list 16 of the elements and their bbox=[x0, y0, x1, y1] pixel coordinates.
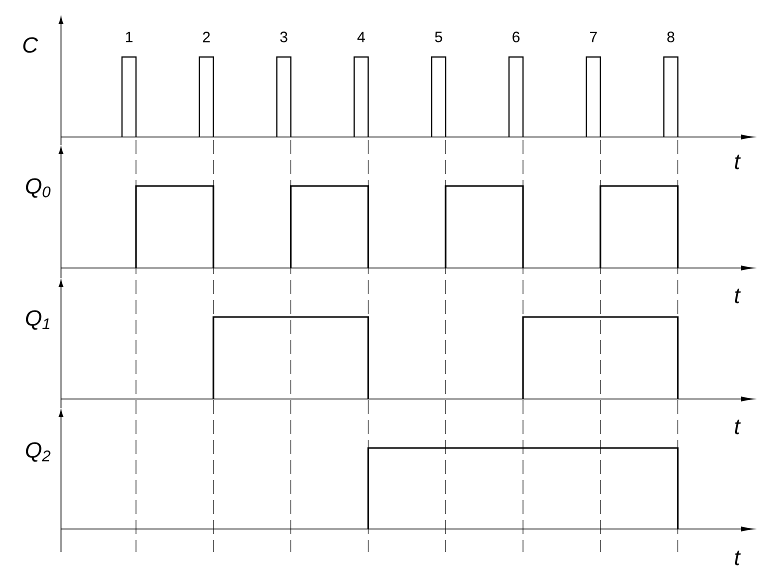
time-label: t bbox=[734, 420, 741, 434]
signal-name: Q$_{1}$ bbox=[26, 310, 50, 330]
clock-number: 5 bbox=[435, 32, 442, 42]
time-label: t bbox=[734, 154, 741, 170]
time-label: t bbox=[734, 550, 741, 566]
clock-number: 7 bbox=[590, 32, 597, 42]
clock-number: 2 bbox=[202, 32, 210, 42]
signal-name: Q$_{0}$ bbox=[26, 178, 50, 198]
signal-name: C bbox=[23, 37, 38, 53]
clock-number: 6 bbox=[512, 32, 520, 42]
clock-number: 1 bbox=[126, 32, 132, 42]
clock-number: 4 bbox=[357, 32, 365, 42]
clock-number: 3 bbox=[280, 32, 288, 42]
signal-name: Q$_{2}$ bbox=[26, 442, 50, 462]
time-label: t bbox=[734, 288, 741, 304]
clock-number: 8 bbox=[667, 32, 674, 42]
